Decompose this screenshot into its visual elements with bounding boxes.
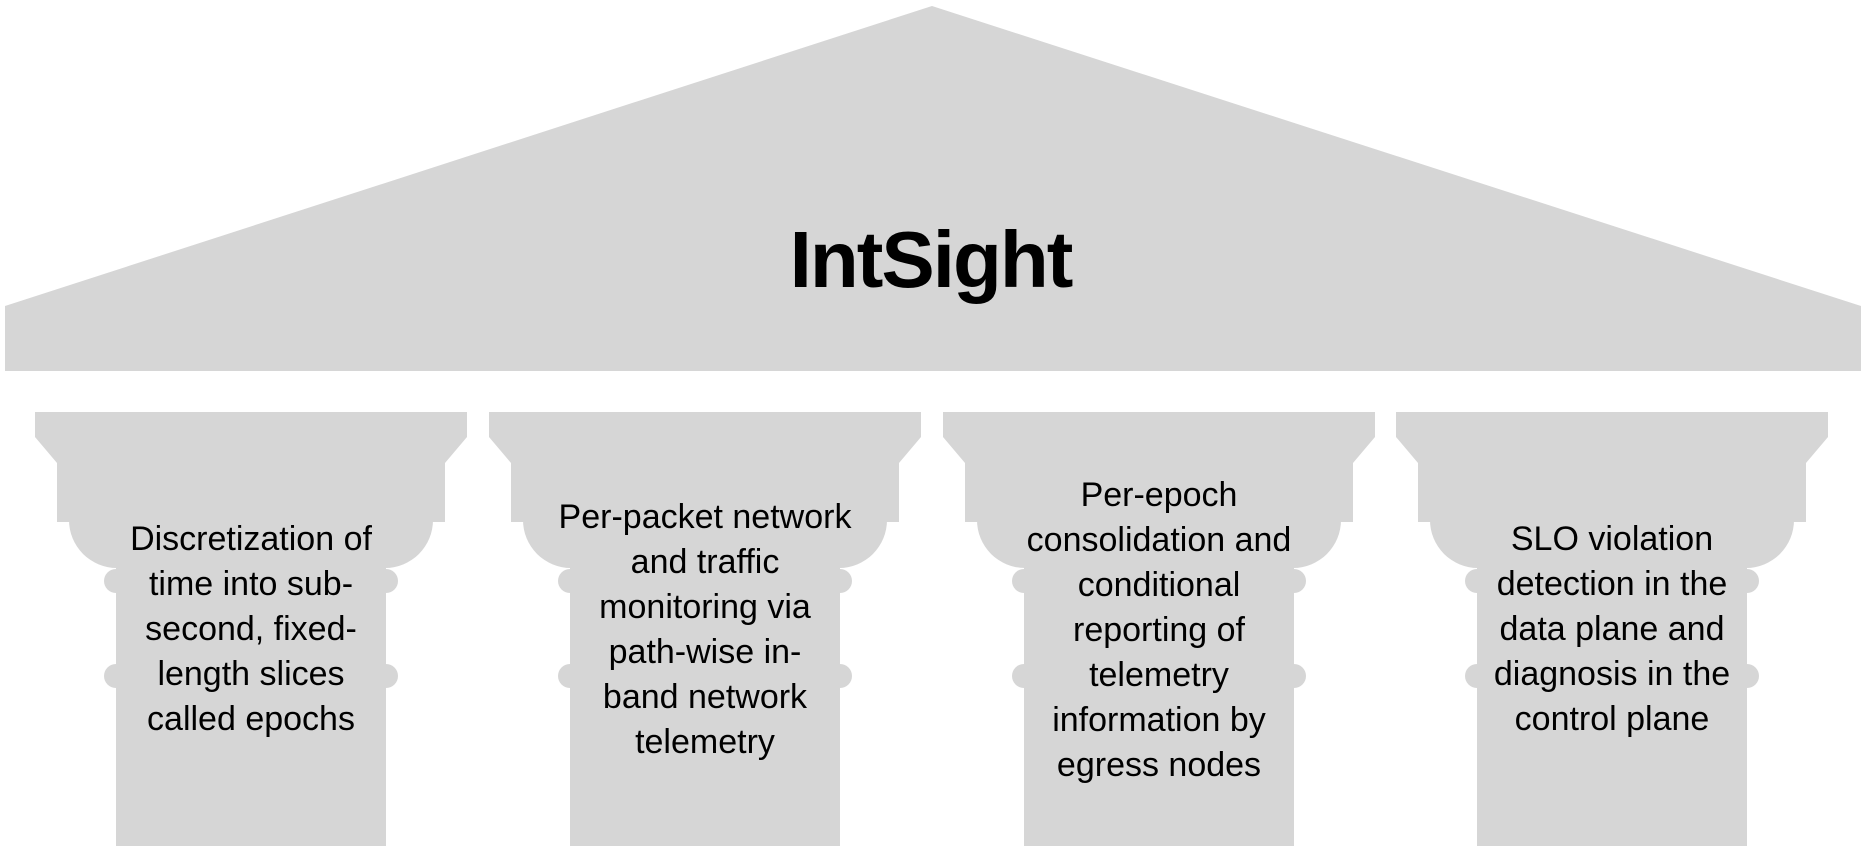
pillar-shaft xyxy=(570,560,840,846)
roof-pediment xyxy=(5,6,1861,371)
pillar-label: Discretization of time into sub- second,… xyxy=(130,520,372,738)
pillar-capital-abacus xyxy=(1396,412,1828,522)
pillar-shaft xyxy=(1477,560,1747,846)
pillar-shaft xyxy=(116,560,386,846)
pillar-ring-2 xyxy=(1465,664,1759,688)
pillar-ring-2 xyxy=(558,664,852,688)
pillar-2 xyxy=(489,412,921,846)
pillar-capital-abacus xyxy=(943,412,1375,522)
pillar-capital-abacus xyxy=(35,412,467,522)
pillar-capital-echinus xyxy=(69,520,433,568)
pillar-shaft xyxy=(1024,560,1294,846)
pillar-ring-1 xyxy=(104,569,398,593)
pillar-ring-2 xyxy=(1012,664,1306,688)
roof-title: IntSight xyxy=(789,215,1074,304)
pillar-ring-1 xyxy=(1465,569,1759,593)
pillar-1 xyxy=(35,412,467,846)
pillar-label: Per-epoch consolidation and conditional … xyxy=(1026,476,1292,784)
pillar-capital-echinus xyxy=(523,520,887,568)
pillar-3 xyxy=(943,412,1375,846)
pillar-label: SLO violation detection in the data plan… xyxy=(1493,520,1731,738)
pillar-capital-echinus xyxy=(1430,520,1794,568)
pillar-ring-2 xyxy=(104,664,398,688)
pillar-capital-echinus xyxy=(977,520,1341,568)
pillars-layer xyxy=(35,412,1828,846)
pillar-label: Per-packet network and traffic monitorin… xyxy=(558,498,852,761)
pillar-4 xyxy=(1396,412,1828,846)
pillar-ring-1 xyxy=(558,569,852,593)
pillar-capital-abacus xyxy=(489,412,921,522)
pillar-ring-1 xyxy=(1012,569,1306,593)
